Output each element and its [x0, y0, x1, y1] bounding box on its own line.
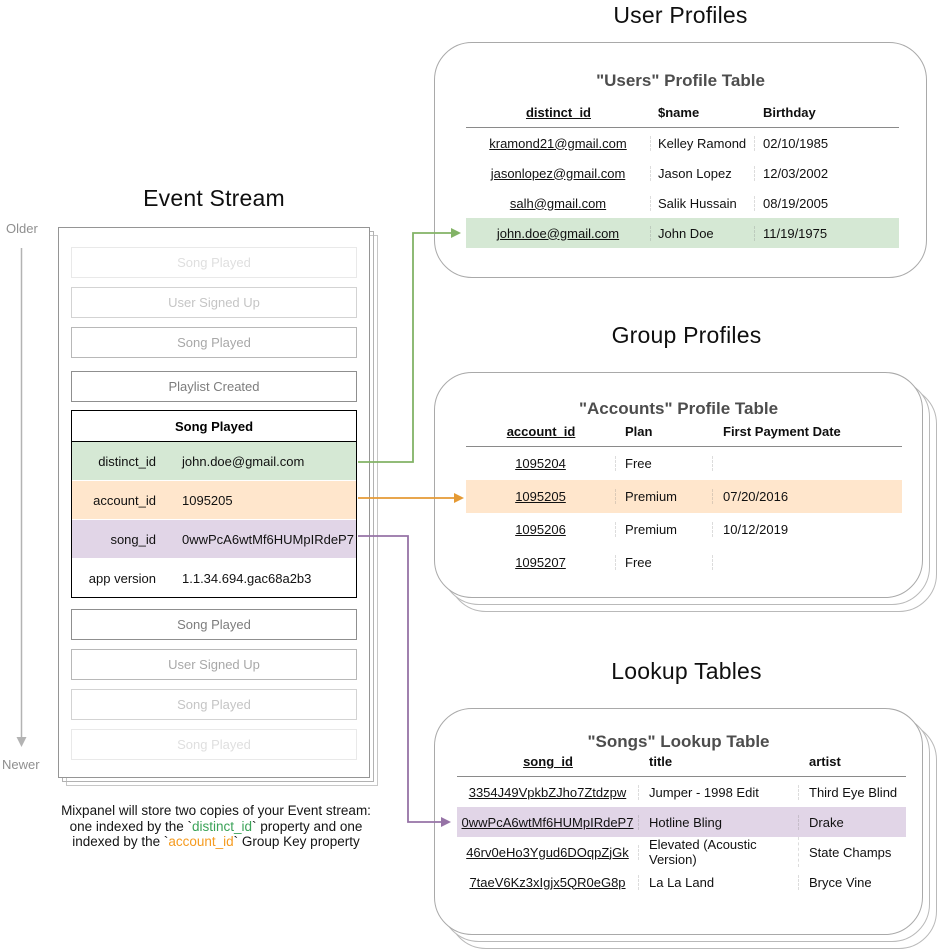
property-value: john.doe@gmail.com — [182, 453, 305, 469]
caption-text: Mixpanel will store two copies of your E… — [61, 803, 371, 849]
caption-line1: Mixpanel will store two copies of your E… — [61, 803, 371, 818]
table-header-artist: artist — [809, 754, 841, 769]
table-header-account-id: account_id — [506, 424, 576, 439]
table-header-first-payment-date: First Payment Date — [723, 424, 841, 439]
expanded-event-card: Song Played distinct_id john.doe@gmail.c… — [71, 410, 357, 598]
table-row: jasonlopez@gmail.com Jason Lopez 12/03/2… — [466, 158, 899, 188]
songs-table-title: "Songs" Lookup Table — [587, 732, 770, 751]
cell-title: Hotline Bling — [639, 814, 799, 830]
cell-birthday: 12/03/2002 — [763, 165, 829, 181]
event-row: Song Played — [71, 689, 357, 720]
accounts-profile-table: account_id Plan First Payment Date 10952… — [466, 424, 902, 579]
table-header-plan: Plan — [625, 424, 653, 439]
expanded-event-title: Song Played — [72, 411, 356, 442]
table-row: 1095206 Premium 10/12/2019 — [466, 513, 902, 546]
event-row: Song Played — [71, 327, 357, 358]
table-row-highlighted: 0wwPcA6wtMf6HUMpIRdeP7 Hotline Bling Dra… — [457, 807, 906, 837]
table-header-song-id: song_id — [523, 754, 573, 769]
event-stream-title: Event Stream — [143, 185, 285, 211]
accounts-table-title: "Accounts" Profile Table — [578, 399, 779, 418]
cell-account-id: 1095205 — [466, 489, 616, 504]
table-row: 3354J49VpkbZJho7Ztdzpw Jumper - 1998 Edi… — [457, 777, 906, 807]
cell-name: John Doe — [651, 225, 755, 241]
distinct-id-code: distinct_id — [191, 818, 253, 834]
account-id-code: account_id — [168, 834, 234, 849]
property-key: distinct_id — [98, 453, 156, 469]
table-row: 7taeV6Kz3xIgjx5QR0eG8p La La Land Bryce … — [457, 867, 906, 897]
property-value: 1095205 — [182, 492, 233, 508]
cell-artist: Bryce Vine — [809, 874, 872, 890]
cell-title: Elevated (Acoustic Version) — [639, 837, 799, 867]
table-header-distinct-id: distinct_id — [525, 105, 591, 120]
table-row-highlighted: 1095205 Premium 07/20/2016 — [466, 480, 902, 513]
cell-artist: Third Eye Blind — [809, 784, 898, 800]
event-row: User Signed Up — [71, 649, 357, 680]
cell-birthday: 02/10/1985 — [763, 135, 829, 151]
cell-name: Salik Hussain — [651, 195, 755, 211]
cell-song-id: 3354J49VpkbZJho7Ztdzpw — [457, 784, 639, 800]
cell-distinct-id: salh@gmail.com — [466, 195, 651, 211]
cell-distinct-id: john.doe@gmail.com — [466, 225, 651, 241]
cell-plan: Free — [616, 456, 713, 471]
property-key: song_id — [110, 531, 156, 547]
table-row: 46rv0eHo3Ygud6DOqpZjGk Elevated (Acousti… — [457, 837, 906, 867]
table-header-name: $name — [658, 105, 700, 120]
table-row-highlighted: john.doe@gmail.com John Doe 11/19/1975 — [466, 218, 899, 248]
users-table-title: "Users" Profile Table — [596, 71, 765, 90]
cell-account-id: 1095207 — [466, 555, 616, 570]
table-row: salh@gmail.com Salik Hussain 08/19/2005 — [466, 188, 899, 218]
table-row: 1095207 Free — [466, 546, 902, 579]
cell-distinct-id: jasonlopez@gmail.com — [466, 165, 651, 181]
cell-first-payment-date: 07/20/2016 — [723, 489, 789, 504]
table-header-birthday: Birthday — [763, 105, 816, 120]
cell-plan: Free — [616, 555, 713, 570]
table-row: 1095204 Free — [466, 447, 902, 480]
cell-song-id: 7taeV6Kz3xIgjx5QR0eG8p — [457, 874, 639, 890]
event-row: Playlist Created — [71, 371, 357, 402]
cell-title: Jumper - 1998 Edit — [639, 784, 799, 800]
lookup-tables-section-title: Lookup Tables — [611, 658, 762, 684]
property-value: 1.1.34.694.gac68a2b3 — [182, 570, 312, 586]
older-label: Older — [6, 221, 38, 236]
songs-lookup-table: song_id title artist 3354J49VpkbZJho7Ztd… — [457, 754, 906, 897]
cell-plan: Premium — [616, 489, 713, 504]
cell-account-id: 1095204 — [466, 456, 616, 471]
cell-first-payment-date: 10/12/2019 — [723, 522, 789, 537]
newer-label: Newer — [2, 757, 40, 772]
property-key: app version — [88, 570, 156, 586]
cell-account-id: 1095206 — [466, 522, 616, 537]
cell-birthday: 08/19/2005 — [763, 195, 829, 211]
event-row: Song Played — [71, 609, 357, 640]
event-property-row-song-id: song_id 0wwPcA6wtMf6HUMpIRdeP7 — [72, 519, 356, 558]
user-profiles-section-title: User Profiles — [613, 2, 748, 28]
event-property-row-distinct-id: distinct_id john.doe@gmail.com — [72, 442, 356, 480]
cell-plan: Premium — [616, 522, 713, 537]
cell-song-id: 0wwPcA6wtMf6HUMpIRdeP7 — [457, 814, 639, 830]
property-value: 0wwPcA6wtMf6HUMpIRdeP7 — [182, 531, 354, 547]
cell-birthday: 11/19/1975 — [763, 225, 828, 241]
event-row: User Signed Up — [71, 287, 357, 318]
cell-artist: State Champs — [809, 844, 892, 860]
cell-artist: Drake — [809, 814, 844, 830]
cell-name: Jason Lopez — [651, 165, 755, 181]
cell-distinct-id: kramond21@gmail.com — [466, 135, 651, 151]
table-row: kramond21@gmail.com Kelley Ramond 02/10/… — [466, 128, 899, 158]
users-profile-table: distinct_id $name Birthday kramond21@gma… — [466, 104, 899, 248]
group-profiles-section-title: Group Profiles — [611, 322, 762, 348]
event-row: Song Played — [71, 247, 357, 278]
cell-title: La La Land — [639, 874, 799, 890]
property-key: account_id — [93, 492, 156, 508]
event-stream-container: Song Played User Signed Up Song Played P… — [58, 227, 370, 778]
event-property-row-app-version: app version 1.1.34.694.gac68a2b3 — [72, 558, 356, 597]
cell-name: Kelley Ramond — [651, 135, 755, 151]
event-row: Song Played — [71, 729, 357, 760]
event-property-row-account-id: account_id 1095205 — [72, 480, 356, 519]
table-header-title: title — [649, 754, 673, 769]
cell-song-id: 46rv0eHo3Ygud6DOqpZjGk — [457, 844, 639, 860]
